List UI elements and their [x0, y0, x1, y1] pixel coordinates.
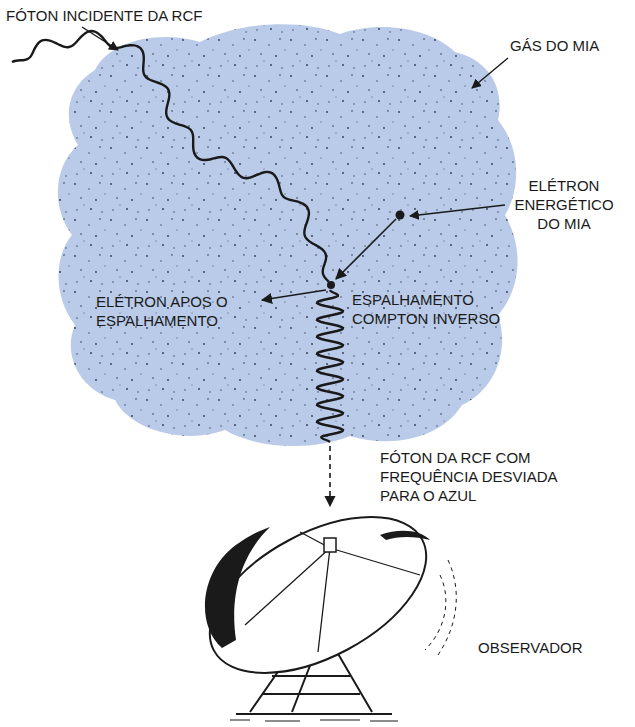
- gas-texture: [58, 24, 518, 446]
- electron-track: [336, 219, 396, 279]
- photon-dashed: [329, 446, 331, 506]
- dish-feed-struts: [245, 532, 420, 652]
- photon-waves: [12, 31, 343, 442]
- dish-rim-shade-top: [380, 531, 430, 540]
- label: FÓTON DA RCF COM FREQUÊNCIA DESVIADA PAR…: [380, 448, 585, 505]
- photon-base: [12, 38, 330, 283]
- electron-leader: [410, 205, 505, 216]
- gas-cloud: [58, 24, 518, 446]
- incident-leader: [82, 27, 118, 50]
- blueshifted-photon-wave: [317, 290, 343, 442]
- dish-feed: [324, 538, 336, 552]
- label: OBSERVADOR: [478, 638, 582, 657]
- label: ELÉTRON APOS O ESPALHAMENTO: [96, 292, 256, 330]
- dish-base-hatch: [230, 720, 398, 721]
- electron-dot: [396, 211, 405, 220]
- dish-bowl: [185, 485, 452, 705]
- electron-after-track: [262, 290, 326, 300]
- label: ESPALHAMENTO COMPTON INVERSO: [352, 290, 522, 328]
- label: GÁS DO MIA: [510, 36, 599, 55]
- radio-dish: [185, 485, 457, 721]
- dish-motion-lines: [425, 560, 456, 655]
- incident-photon-wave: [12, 31, 329, 282]
- gas-leader: [472, 58, 508, 88]
- label: ELÉTRON ENERGÉTICO DO MIA: [508, 176, 620, 233]
- scatter-point: [327, 281, 335, 289]
- dish-rim-shade: [205, 527, 270, 648]
- label: FÓTON INCIDENTE DA RCF: [6, 6, 202, 25]
